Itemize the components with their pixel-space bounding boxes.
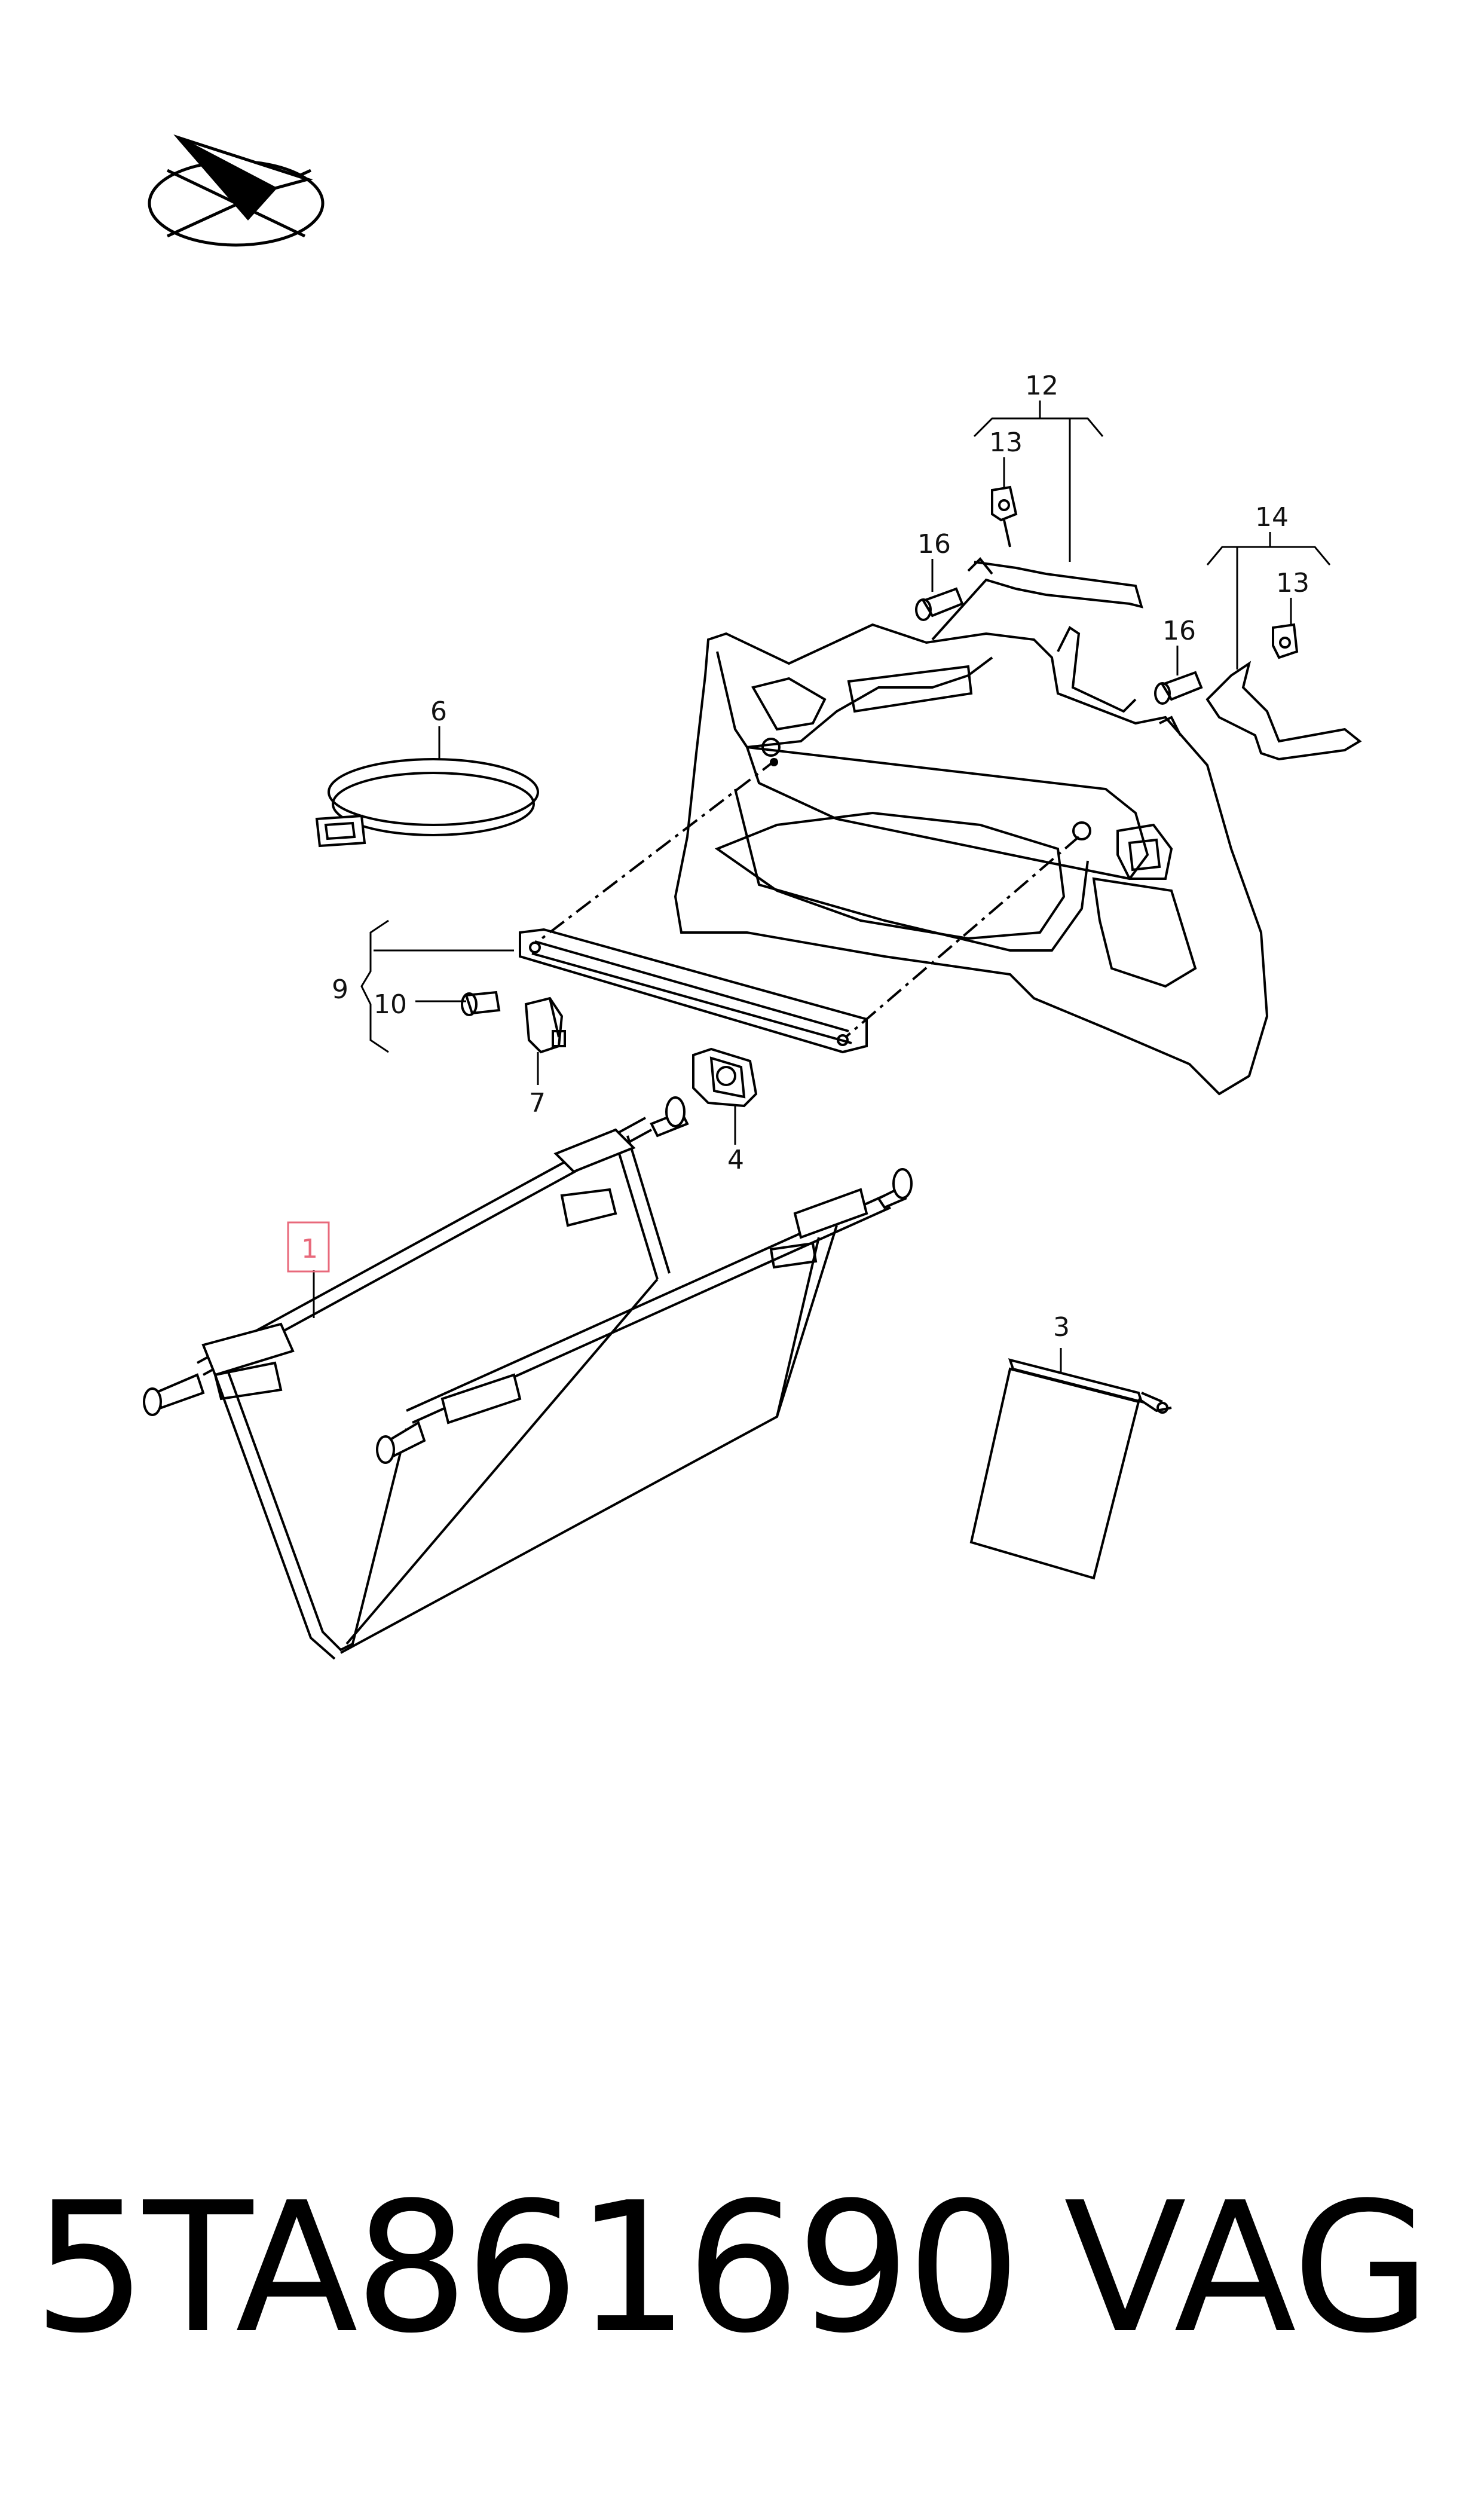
net-partition: [143, 1096, 913, 1660]
leader-lines: [313, 401, 1331, 1372]
callout-1-highlight: [287, 1221, 330, 1273]
strap: [315, 758, 539, 848]
callout-12: 12: [1025, 371, 1058, 401]
callout-13: 13: [989, 427, 1023, 458]
callout-13: 13: [1276, 568, 1309, 598]
callout-7: 7: [529, 1088, 546, 1118]
footer: 5TA861690 VAG: [0, 2164, 1484, 2415]
cover-cap: [524, 996, 566, 1054]
part-number: 5TA861690: [33, 2164, 1021, 2373]
callout-1: 1: [301, 1234, 318, 1264]
callout-3: 3: [1053, 1312, 1070, 1343]
mounting-bracket: [1154, 623, 1362, 761]
callout-4: 4: [727, 1145, 744, 1175]
callout-10: 10: [374, 989, 407, 1020]
protective-cover: [969, 1358, 1172, 1580]
callout-9: 9: [332, 974, 348, 1005]
holder-clip: [692, 1047, 758, 1108]
screw: [461, 990, 501, 1016]
callout-16: 16: [917, 529, 951, 560]
callout-6: 6: [430, 696, 447, 727]
mounting-bracket: [915, 485, 1143, 641]
callout-16: 16: [1162, 616, 1196, 646]
brand-label: VAG: [1064, 2164, 1431, 2373]
support-bar: [519, 758, 1080, 1054]
callout-14: 14: [1255, 502, 1289, 533]
direction-arrow-icon: [148, 134, 325, 247]
side-trim-panel: [674, 623, 1269, 1096]
